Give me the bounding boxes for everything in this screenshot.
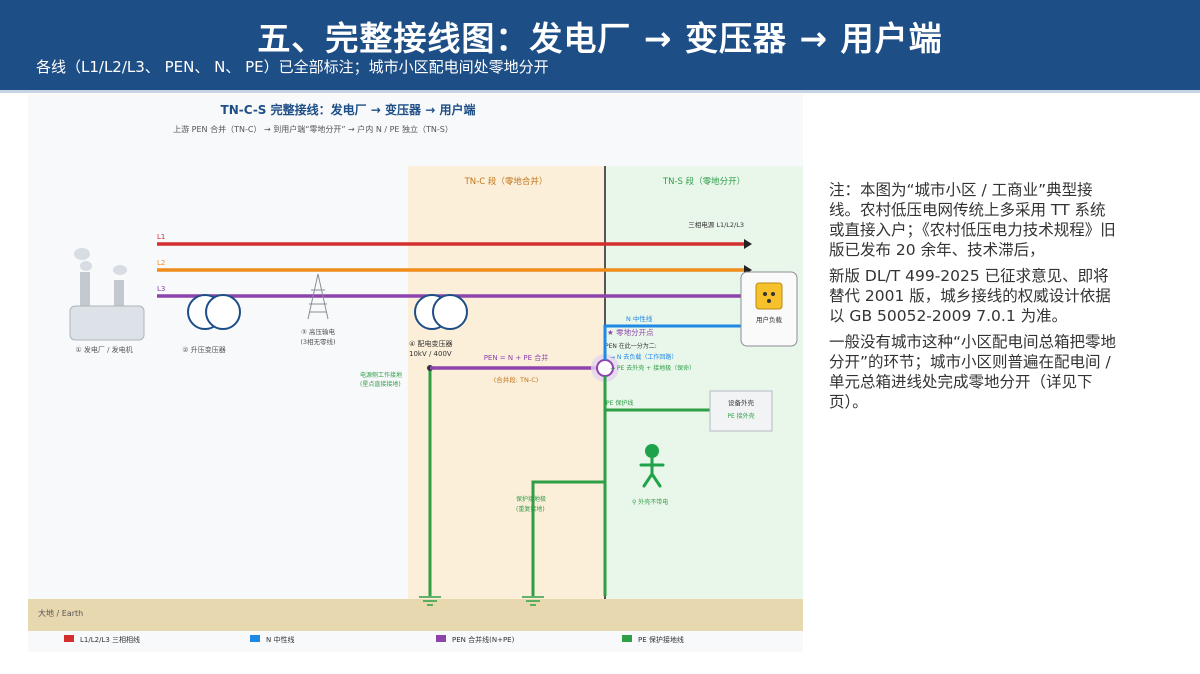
user-load-label: 用户负载 [756,315,783,324]
pen-label: PEN = N + PE 合并 [484,353,549,362]
hv-line-label: ③ 高压输电 [301,327,335,336]
split-desc-3: → PE 去外壳 + 接地极（保命） [610,364,695,372]
diagram-title: TN-C-S 完整接线：发电厂 → 变压器 → 用户端 [221,102,476,117]
dist-tx-label: ④ 配电变压器 [409,339,453,348]
source-ground-sub: (星点直接接地) [360,380,401,388]
legend-n: N 中性线 [266,635,294,644]
hv-tower-icon [307,273,329,320]
diagram-subtitle: 上游 PEN 合并（TN-C） → 到用户端“零地分开” → 户内 N / PE… [173,124,453,134]
person-label: ⚲ 外壳不带电 [632,498,668,506]
line-label-l2: L2 [157,259,165,267]
line-label-l1: L1 [157,233,165,241]
legend-swatch-pe [622,635,632,642]
note-paragraph-1: 注：本图为“城市小区 / 工商业”典型接线。农村低压电网传统上多采用 TT 系统… [829,181,1116,259]
earth-label: 大地 / Earth [38,608,83,618]
person-icon [639,444,665,488]
wiring-diagram: TN-C-S 完整接线：发电厂 → 变压器 → 用户端 上游 PEN 合并（TN… [28,94,803,652]
three-phase-label: 三相电源 L1/L2/L3 [688,220,744,229]
protective-ground-label: 保护接地极 [516,495,546,503]
legend: L1/L2/L3 三相相线 N 中性线 PEN 合并线(N+PE) PE 保护接… [64,635,684,644]
protective-ground-wire [531,480,605,596]
slide-title: 五、完整接线图：发电厂 → 变压器 → 用户端 [257,19,943,58]
enclosure-sub: PE 接外壳 [727,412,754,420]
tns-zone-label: TN-S 段（零地分开） [662,176,745,187]
split-point-label: ★ 零地分开点 [607,327,654,337]
legend-swatch-pen [436,635,446,642]
socket-icon [755,282,783,310]
step-up-label: ② 升压变压器 [182,345,226,354]
n-line [603,324,746,360]
legend-pe: PE 保护接地线 [638,635,684,644]
tnc-zone [408,166,605,601]
source-ground-icon [419,596,441,606]
split-desc-2: → N 去负载（工作回路） [610,353,677,361]
note-paragraph-2: 新版 DL/T 499-2025 已征求意见、即将替代 2001 版，城乡接线的… [829,267,1111,325]
header-bar: 五、完整接线图：发电厂 → 变压器 → 用户端 各线（L1/L2/L3、 PEN… [0,0,1200,90]
source-ground-label: 电源侧工作接地 [360,371,402,379]
slide-subtitle: 各线（L1/L2/L3、 PEN、 N、 PE）已全部标注；城市小区配电间处零地… [36,58,549,76]
tnc-zone-label: TN-C 段（零地合并） [464,176,548,187]
tns-zone [605,166,803,601]
distribution-transformer-icon [414,294,468,330]
legend-swatch-n [250,635,260,642]
protective-ground-sub: (重复接地) [516,505,545,513]
header-rule [0,90,1200,93]
enclosure-box [709,390,773,432]
legend-phase: L1/L2/L3 三相相线 [80,635,140,644]
split-desc-1: PEN 在此一分为二: [605,342,657,350]
legend-pen: PEN 合并线(N+PE) [452,635,515,644]
plant-label: ① 发电厂 / 发电机 [75,345,132,354]
protective-ground-icon [522,596,544,606]
legend-swatch-phase [64,635,74,642]
line-label-l3: L3 [157,285,165,293]
power-plant-icon [69,248,145,341]
earth-band [28,599,803,631]
hv-line-sub: (3相无零线) [300,337,335,346]
enclosure-title: 设备外壳 [728,398,755,407]
step-up-transformer-icon [187,294,241,330]
note-paragraph-3: 一般没有城市这种“小区配电间总箱把零地分开”的环节；城市小区则普遍在配电间 / … [829,333,1117,411]
pe-line-label: PE 保护线 [606,399,633,407]
wiring-diagram-svg: TN-C-S 完整接线：发电厂 → 变压器 → 用户端 上游 PEN 合并（TN… [28,102,803,644]
dist-tx-sub: 10kV / 400V [409,350,452,358]
pen-sub: (合并段: TN-C) [494,375,539,384]
n-line-label: N 中性线 [626,314,653,323]
side-note: 注：本图为“城市小区 / 工商业”典型接线。农村低压电网传统上多采用 TT 系统… [829,180,1119,418]
l1-arrow-icon [744,239,752,249]
